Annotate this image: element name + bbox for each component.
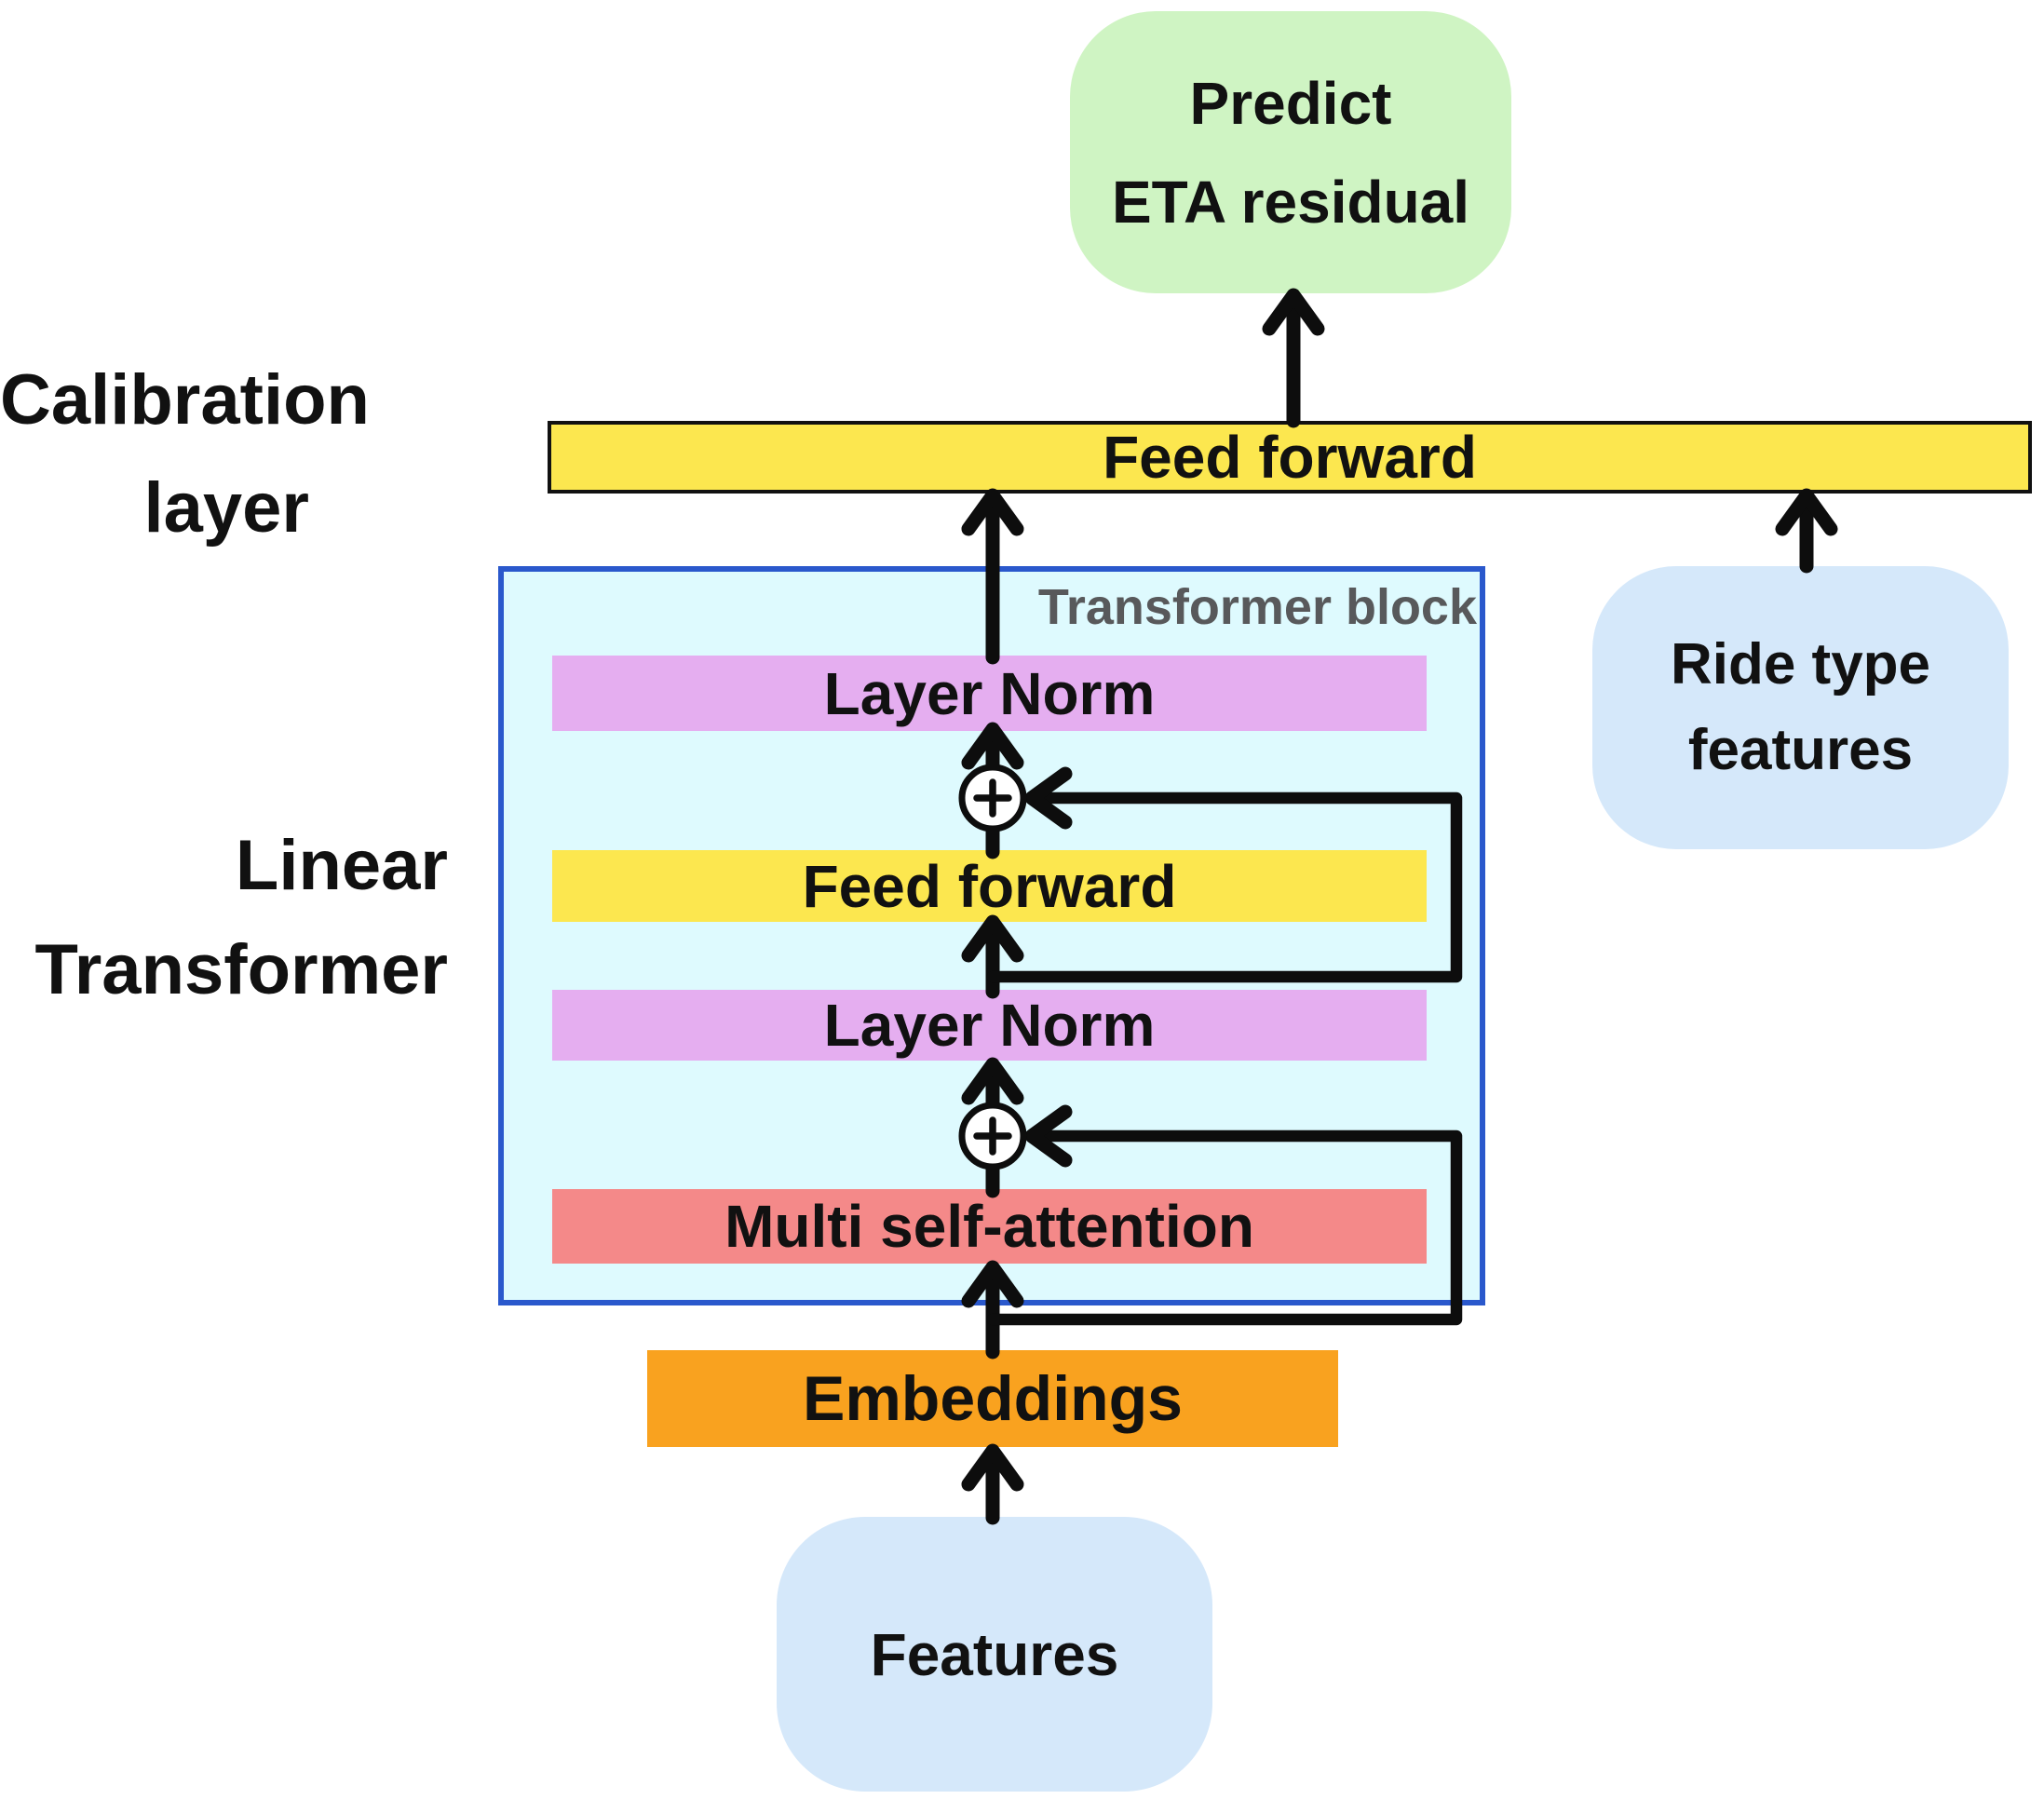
feed-forward-inner-bar: Feed forward [552,850,1427,922]
layer-norm-top-bar: Layer Norm [552,656,1427,731]
embeddings-label: Embeddings [802,1363,1184,1434]
arrow-ride-type-to-calibration [1775,488,1838,574]
ride-type-features-line2: features [1687,718,1914,782]
layer-norm-bottom-label: Layer Norm [823,992,1156,1059]
features-label: Features [870,1620,1119,1688]
layer-norm-top-label: Layer Norm [823,659,1156,727]
ride-type-features-node: Ride type features [1592,566,2009,849]
calibration-feed-forward-label: Feed forward [1103,424,1477,491]
layer-norm-bottom-bar: Layer Norm [552,990,1427,1061]
ride-type-features-line1: Ride type [1670,632,1931,697]
transformer-block-label: Transformer block [1037,579,1477,635]
calibration-layer-label-line2: layer [143,468,310,548]
predict-eta-residual-line1: Predict [1189,69,1392,137]
arrow-features-to-embeddings [961,1443,1024,1525]
multi-self-attention-bar: Multi self-attention [552,1189,1427,1264]
arrow-calibration-to-predict [1262,288,1325,428]
calibration-layer-label: Calibration layer [0,346,370,562]
calibration-layer-label-line1: Calibration [0,360,370,440]
linear-transformer-label-line1: Linear [235,826,448,905]
predict-eta-residual-node: Predict ETA residual [1070,11,1511,293]
embeddings-bar: Embeddings [647,1350,1338,1447]
linear-transformer-label-line2: Transformer [34,930,449,1009]
features-node: Features [777,1517,1212,1792]
predict-eta-residual-line2: ETA residual [1111,168,1470,236]
feed-forward-inner-label: Feed forward [802,852,1177,920]
calibration-feed-forward-bar: Feed forward [548,421,2032,494]
linear-transformer-label: Linear Transformer [0,814,449,1022]
multi-self-attention-label: Multi self-attention [724,1193,1254,1260]
